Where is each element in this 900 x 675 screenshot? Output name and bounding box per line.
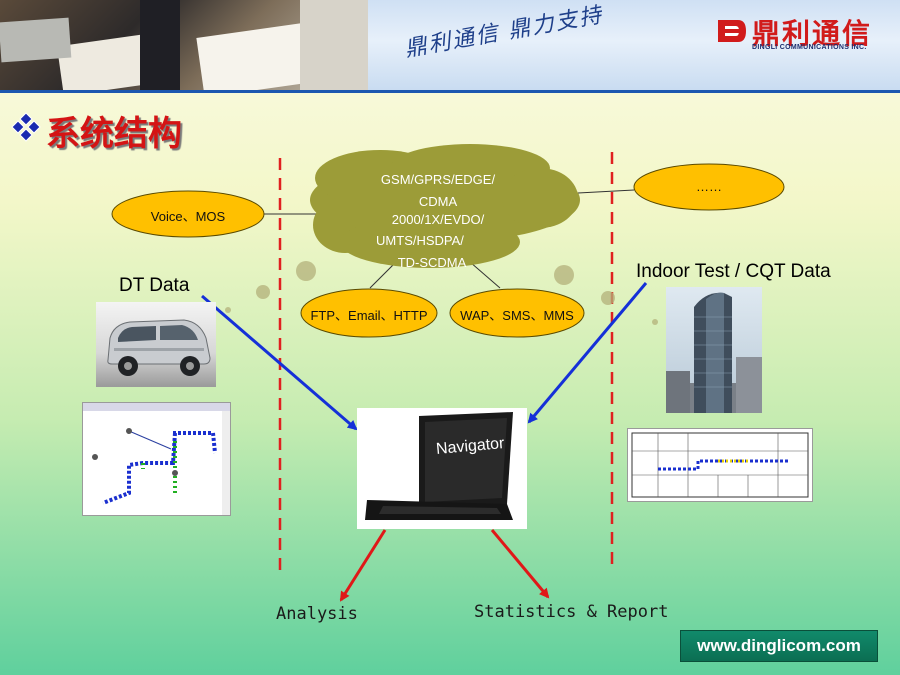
navigator-to-statistics-arrow	[490, 529, 550, 599]
bubble-decoration	[256, 285, 270, 299]
analysis-label: Analysis	[276, 604, 358, 624]
page-title: 系统结构	[46, 114, 182, 154]
other-connector	[577, 189, 635, 194]
bubble-decoration	[652, 319, 658, 325]
logo-name: 鼎利通信	[752, 18, 873, 49]
website-link[interactable]: www.dinglicom.com	[680, 630, 878, 662]
wap-connector	[469, 261, 501, 289]
cloud-network-line: CDMA	[418, 194, 458, 209]
navigator-to-analysis-arrow	[339, 529, 387, 602]
cloud-network-line: UMTS/HSDPA/	[376, 233, 464, 248]
bubble-decoration	[601, 291, 615, 305]
cloud-network-line: GSM/GPRS/EDGE/	[380, 172, 496, 187]
dt-route-map-screenshot	[82, 402, 231, 516]
logo-subtitle: DINGLI COMMUNICATIONS INC.	[752, 44, 867, 51]
header-office-photo	[0, 0, 368, 90]
network-cloud	[310, 144, 580, 268]
statistics-report-label: Statistics & Report	[474, 602, 669, 622]
bubble-decoration	[296, 261, 316, 281]
voice-mos-label: Voice、MOS	[150, 209, 226, 224]
header-divider	[0, 90, 900, 93]
indoor-to-navigator-arrow	[527, 282, 648, 424]
voice-mos-oval	[111, 190, 265, 238]
other-services-oval	[633, 163, 785, 211]
other-services-label: ……	[696, 179, 722, 194]
header-banner	[368, 0, 900, 90]
navigator-laptop-image	[357, 408, 527, 529]
indoor-floor-plan	[627, 428, 813, 502]
diamond-bullet-icon	[11, 112, 41, 142]
wap-sms-mms-oval	[449, 288, 585, 338]
ftp-email-http-label: FTP、Email、HTTP	[310, 308, 428, 323]
dingli-logo-icon	[718, 20, 746, 42]
bubble-decoration	[554, 265, 574, 285]
bubble-decoration	[225, 307, 231, 313]
dt-to-navigator-arrow	[201, 294, 358, 431]
cloud-network-line: 2000/1X/EVDO/	[391, 212, 485, 227]
wap-sms-mms-label: WAP、SMS、MMS	[460, 308, 574, 323]
cloud-network-line: TD-SCDMA	[397, 255, 467, 270]
ftp-email-http-oval	[300, 288, 438, 338]
dt-data-label: DT Data	[119, 275, 190, 296]
building-photo	[666, 287, 762, 413]
test-vehicle-photo	[96, 302, 216, 387]
indoor-cqt-label: Indoor Test / CQT Data	[636, 261, 831, 282]
